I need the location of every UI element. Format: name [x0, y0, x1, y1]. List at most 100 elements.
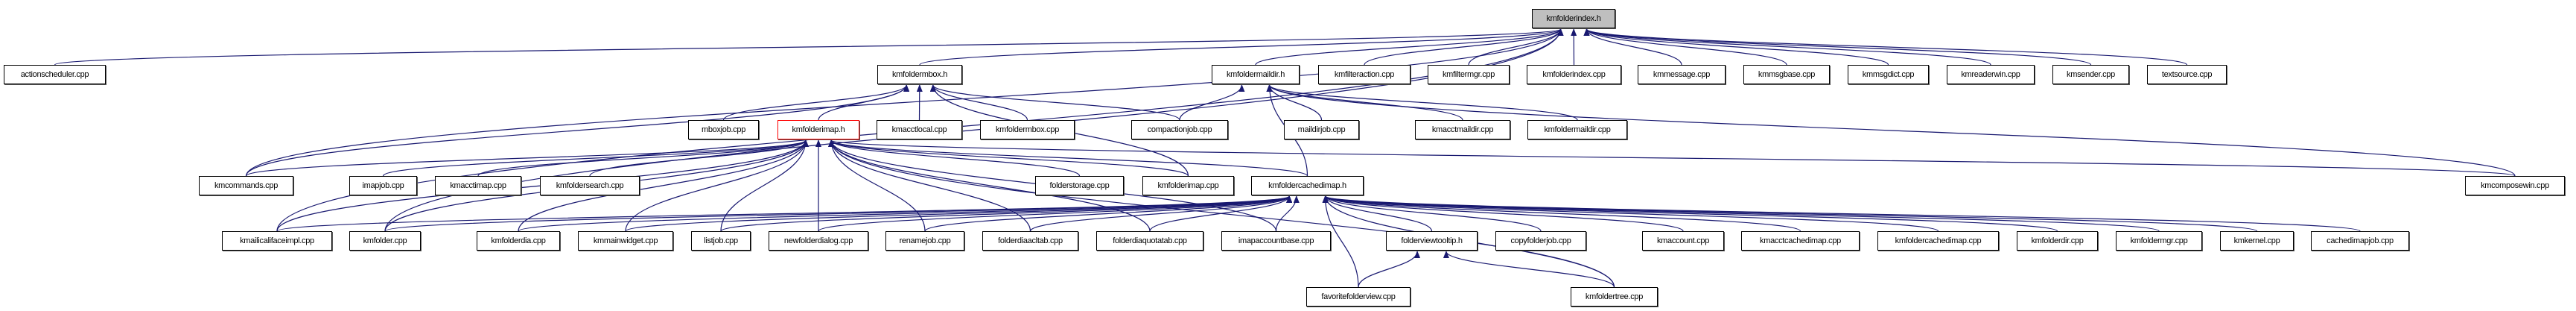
edge-kmfoldermaildir_h-to-kmfolderindex_h [1255, 28, 1564, 66]
edge-mboxjob-to-kmfoldermbox_h [722, 84, 910, 121]
node-actionscheduler[interactable]: actionscheduler.cpp [4, 65, 106, 84]
node-kmfoldersearch[interactable]: kmfoldersearch.cpp [540, 176, 640, 195]
edge-kmfolderimap_cpp-to-kmfolderimap_h [828, 139, 1189, 177]
node-kmreaderwin[interactable]: kmreaderwin.cpp [1947, 65, 2035, 84]
edge-kmfolderdir-to-kmfoldercachedimap_h [1323, 195, 2058, 232]
edge-kmfilteraction-to-kmfolderindex_h [1364, 28, 1564, 66]
edge-kmfoldercachedimap_h-to-kmfolderimap_h [828, 139, 1308, 177]
node-kmfoldertree[interactable]: kmfoldertree.cpp [1571, 287, 1658, 307]
node-kmfiltermgr[interactable]: kmfiltermgr.cpp [1428, 65, 1510, 84]
node-folderviewtooltip-h[interactable]: folderviewtooltip.h [1386, 231, 1478, 251]
node-kmfoldercachedimap-h[interactable]: kmfoldercachedimap.h [1251, 176, 1364, 195]
edge-kmacctmaildir-to-kmfoldermaildir_h [1266, 84, 1463, 121]
node-kmsender[interactable]: kmsender.cpp [2052, 65, 2129, 84]
node-kmacctcachedimap[interactable]: kmacctcachedimap.cpp [1741, 231, 1860, 251]
node-favoritefolderview[interactable]: favoritefolderview.cpp [1306, 287, 1411, 307]
edge-favoritefolderview-to-folderviewtooltip_h [1358, 251, 1421, 288]
edge-renamejob-to-kmfoldercachedimap_h [924, 195, 1292, 232]
node-kmfolderindex-h[interactable]: kmfolderindex.h [1532, 9, 1615, 28]
node-kmfoldermaildir-h[interactable]: kmfoldermaildir.h [1212, 65, 1300, 84]
node-kmfoldermgr[interactable]: kmfoldermgr.cpp [2116, 231, 2202, 251]
edge-kmfoldermbox_cpp-to-kmfoldermbox_h [929, 84, 1028, 121]
edge-kmmsgbase-to-kmfolderindex_h [1583, 28, 1787, 66]
edge-kmfolder-to-kmfoldercachedimap_h [384, 195, 1292, 232]
edge-listjob-to-kmfolderimap_h [720, 139, 809, 232]
node-newfolderdialog[interactable]: newfolderdialog.cpp [769, 231, 868, 251]
node-folderstorage[interactable]: folderstorage.cpp [1035, 176, 1124, 195]
node-kmfoldermbox-cpp[interactable]: kmfoldermbox.cpp [980, 120, 1075, 139]
edge-folderviewtooltip_h-to-kmfoldercachedimap_h [1322, 195, 1433, 232]
node-imapjob[interactable]: imapjob.cpp [349, 176, 417, 195]
node-kmmsgdict[interactable]: kmmsgdict.cpp [1848, 65, 1929, 84]
node-listjob[interactable]: listjob.cpp [691, 231, 751, 251]
edge-kmfiltermgr-to-kmfolderindex_h [1468, 28, 1564, 66]
edge-kmfoldertree-to-folderviewtooltip_h [1443, 251, 1615, 288]
edge-copyfolderjob-to-kmfoldercachedimap_h [1322, 195, 1542, 232]
node-kmacctmaildir[interactable]: kmacctmaildir.cpp [1415, 120, 1510, 139]
edge-textsource-to-kmfolderindex_h [1583, 28, 2188, 66]
edge-renamejob-to-kmfolderimap_h [828, 139, 926, 232]
node-kmcomposewin[interactable]: kmcomposewin.cpp [2465, 176, 2565, 195]
node-kmfilteraction[interactable]: kmfilteraction.cpp [1318, 65, 1411, 84]
node-kmacctimap[interactable]: kmacctimap.cpp [435, 176, 521, 195]
node-mboxjob[interactable]: mboxjob.cpp [688, 120, 759, 139]
node-imapaccountbase[interactable]: imapaccountbase.cpp [1221, 231, 1331, 251]
edge-kmfoldermbox_h-to-kmfolderindex_h [919, 28, 1564, 66]
edge-kmaccount-to-kmfoldercachedimap_h [1323, 195, 1684, 232]
node-kmcommands[interactable]: kmcommands.cpp [199, 176, 293, 195]
edge-kmfolderdia-to-kmfolderimap_h [518, 139, 809, 232]
edge-folderdiaacltab-to-kmfolderimap_h [828, 139, 1031, 232]
node-copyfolderjob[interactable]: copyfolderjob.cpp [1495, 231, 1586, 251]
edge-folderdiaquotatab-to-kmfoldercachedimap_h [1149, 195, 1293, 232]
node-kmmainwidget[interactable]: kmmainwidget.cpp [578, 231, 673, 251]
edge-kmfolder-to-kmfolderindex_h [384, 28, 1564, 232]
edge-newfolderdialog-to-kmfoldercachedimap_h [818, 195, 1292, 232]
node-kmfolderdir[interactable]: kmfolderdir.cpp [2017, 231, 2098, 251]
edge-kmreaderwin-to-kmfolderindex_h [1583, 28, 1991, 66]
node-kmmsgbase[interactable]: kmmsgbase.cpp [1743, 65, 1830, 84]
edge-kmacctimap-to-kmfolderimap_h [477, 139, 809, 177]
node-kmailicalifaceimpl[interactable]: kmailicalifaceimpl.cpp [222, 231, 332, 251]
edge-kmacctcachedimap-to-kmfoldercachedimap_h [1323, 195, 1801, 232]
node-kmacctlocal[interactable]: kmacctlocal.cpp [877, 120, 962, 139]
edge-cachedimapjob-to-kmfoldercachedimap_h [1323, 195, 2361, 232]
edge-kmcomposewin-to-kmfoldermaildir_h [1266, 84, 2516, 177]
edge-compactionjob-to-kmfoldermbox_h [929, 84, 1180, 121]
edge-kmailicalifaceimpl-to-kmfoldercachedimap_h [276, 195, 1292, 232]
node-kmfolderdia[interactable]: kmfolderdia.cpp [477, 231, 560, 251]
edge-actionscheduler-to-kmfolderindex_h [54, 28, 1563, 66]
node-kmkernel[interactable]: kmkernel.cpp [2220, 231, 2294, 251]
edge-kmcommands-to-kmfolderimap_h [245, 139, 809, 177]
node-maildirjob[interactable]: maildirjob.cpp [1284, 120, 1359, 139]
node-kmfolder[interactable]: kmfolder.cpp [349, 231, 421, 251]
edge-kmfoldersearch-to-kmfolderimap_h [589, 139, 809, 177]
node-kmfoldercachedimap-cpp[interactable]: kmfoldercachedimap.cpp [1877, 231, 1999, 251]
edge-kmfolderdia-to-kmfoldercachedimap_h [518, 195, 1292, 232]
edge-kmmainwidget-to-kmfoldercachedimap_h [625, 195, 1292, 232]
node-compactionjob[interactable]: compactionjob.cpp [1131, 120, 1228, 139]
node-folderdiaquotatab[interactable]: folderdiaquotatab.cpp [1096, 231, 1203, 251]
edge-imapjob-to-kmfolderimap_h [382, 139, 809, 177]
edge-kmfoldermaildir_cpp-to-kmfoldermaildir_h [1266, 84, 1578, 121]
node-renamejob[interactable]: renamejob.cpp [885, 231, 964, 251]
edge-kmcommands-to-kmfoldermbox_h [245, 84, 910, 177]
edge-kmfoldercachedimap_cpp-to-kmfoldercachedimap_h [1323, 195, 1939, 232]
edge-folderdiaacltab-to-kmfoldercachedimap_h [1029, 195, 1293, 232]
edge-kmfoldermgr-to-kmfoldercachedimap_h [1323, 195, 2160, 232]
edge-kmsender-to-kmfolderindex_h [1583, 28, 2092, 66]
node-textsource[interactable]: textsource.cpp [2147, 65, 2227, 84]
node-kmfoldermaildir-cpp[interactable]: kmfoldermaildir.cpp [1527, 120, 1627, 139]
node-kmfolderimap-h[interactable]: kmfolderimap.h [777, 120, 859, 139]
edge-compactionjob-to-kmfoldermaildir_h [1179, 84, 1245, 121]
edge-listjob-to-kmfoldercachedimap_h [720, 195, 1292, 232]
node-kmfoldermbox-h[interactable]: kmfoldermbox.h [877, 65, 962, 84]
node-folderdiaacltab[interactable]: folderdiaacltab.cpp [982, 231, 1078, 251]
edge-folderstorage-to-kmfolderimap_h [828, 139, 1081, 177]
node-kmaccount[interactable]: kmaccount.cpp [1642, 231, 1724, 251]
node-kmfolderindex-cpp[interactable]: kmfolderindex.cpp [1527, 65, 1621, 84]
node-kmfolderimap-cpp[interactable]: kmfolderimap.cpp [1142, 176, 1234, 195]
edge-favoritefolderview-to-kmfoldercachedimap_h [1322, 195, 1359, 288]
node-kmmessage[interactable]: kmmessage.cpp [1638, 65, 1726, 84]
node-cachedimapjob[interactable]: cachedimapjob.cpp [2311, 231, 2409, 251]
